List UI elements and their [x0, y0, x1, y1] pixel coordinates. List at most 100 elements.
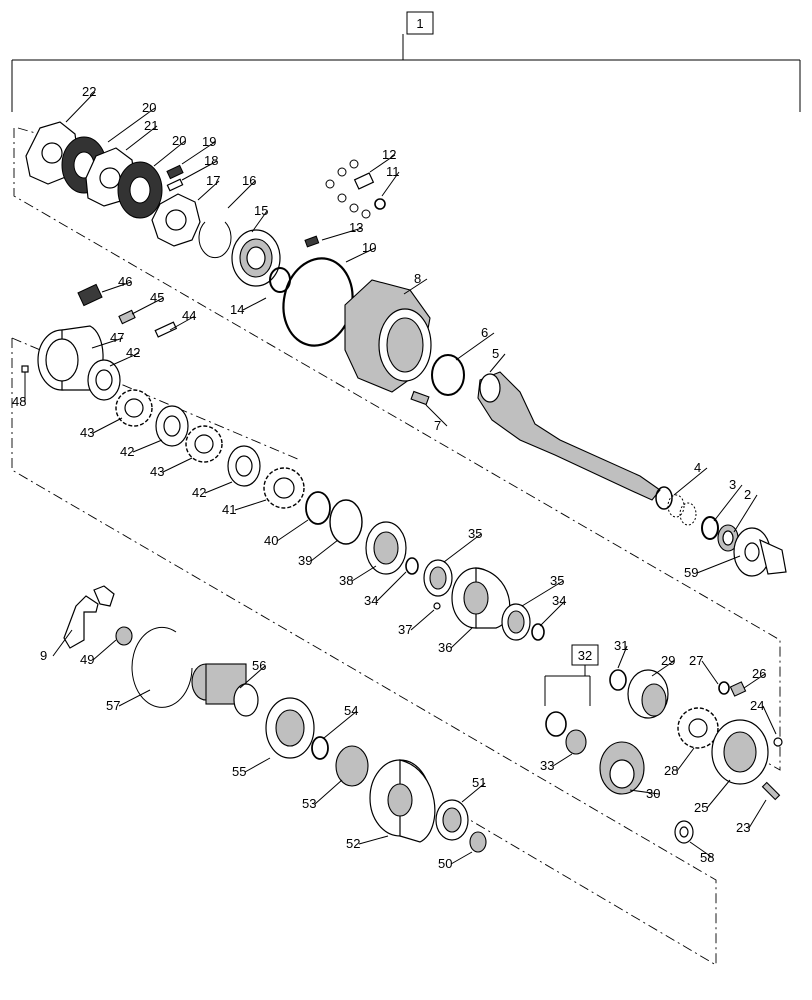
callout-30[interactable]: 30: [646, 786, 660, 801]
part-29-gear: [627, 669, 669, 719]
callout-21[interactable]: 21: [144, 118, 158, 133]
leader-line-23: [748, 799, 767, 829]
callout-44[interactable]: 44: [182, 308, 196, 323]
callout-34b[interactable]: 34: [552, 593, 566, 608]
callout-43b[interactable]: 43: [150, 464, 164, 479]
group-callout[interactable]: 32: [578, 648, 592, 663]
leader-line-30: [629, 789, 660, 795]
callout-7[interactable]: 7: [434, 418, 441, 433]
callout-48[interactable]: 48: [12, 394, 26, 409]
leader-line-26: [743, 673, 766, 689]
leader-line-42a: [109, 352, 140, 367]
part-46-spring: [77, 283, 103, 307]
leader-line-2: [733, 494, 758, 533]
callout-19[interactable]: 19: [202, 134, 216, 149]
callout-3[interactable]: 3: [729, 477, 736, 492]
callout-35b[interactable]: 35: [550, 573, 564, 588]
callout-37[interactable]: 37: [398, 622, 412, 637]
leader-line-55: [244, 757, 271, 773]
leader-line-42c: [204, 481, 233, 494]
callout-50[interactable]: 50: [438, 856, 452, 871]
callout-20a[interactable]: 20: [142, 100, 156, 115]
leader-line-37: [410, 609, 435, 631]
callout-15[interactable]: 15: [254, 203, 268, 218]
callout-31[interactable]: 31: [614, 638, 628, 653]
leader-line-12: [369, 154, 396, 173]
callout-42b[interactable]: 42: [120, 444, 134, 459]
callout-5[interactable]: 5: [492, 346, 499, 361]
callout-34a[interactable]: 34: [364, 593, 378, 608]
part-42-plate-c: [227, 445, 261, 487]
callout-49[interactable]: 49: [80, 652, 94, 667]
part-26-plug: [729, 681, 747, 697]
leader-line-5: [489, 353, 506, 373]
callout-29[interactable]: 29: [661, 653, 675, 668]
callout-36[interactable]: 36: [438, 640, 452, 655]
leader-line-41: [234, 499, 267, 511]
part-28-disc: [677, 707, 719, 749]
callout-2[interactable]: 2: [744, 487, 751, 502]
callout-46[interactable]: 46: [118, 274, 132, 289]
callout-54[interactable]: 54: [344, 703, 358, 718]
callout-17[interactable]: 17: [206, 173, 220, 188]
callout-43a[interactable]: 43: [80, 425, 94, 440]
callout-14[interactable]: 14: [230, 302, 244, 317]
callout-56[interactable]: 56: [252, 658, 266, 673]
part-12-11-seals: [325, 159, 386, 219]
callout-13[interactable]: 13: [349, 220, 363, 235]
leader-line-47: [91, 337, 124, 349]
callout-55[interactable]: 55: [232, 764, 246, 779]
callout-38[interactable]: 38: [339, 573, 353, 588]
callout-9[interactable]: 9: [40, 648, 47, 663]
callout-26[interactable]: 26: [752, 666, 766, 681]
callout-45[interactable]: 45: [150, 290, 164, 305]
callout-35a[interactable]: 35: [468, 526, 482, 541]
callout-47[interactable]: 47: [110, 330, 124, 345]
leader-line-6: [455, 332, 495, 361]
callout-labels: 2345678910111213141516171819202021222324…: [12, 84, 777, 871]
part-44-pin: [154, 321, 178, 338]
callout-23[interactable]: 23: [736, 820, 750, 835]
callout-12[interactable]: 12: [382, 147, 396, 162]
callout-24[interactable]: 24: [750, 698, 764, 713]
callout-40[interactable]: 40: [264, 533, 278, 548]
part-43-gear-disc-a: [115, 389, 153, 427]
part-9-clip: [63, 585, 115, 649]
part-49-bearing: [115, 626, 133, 646]
part-33-ring: [545, 711, 567, 737]
callout-20b[interactable]: 20: [172, 133, 186, 148]
leader-line-24: [762, 705, 777, 735]
callout-52[interactable]: 52: [346, 836, 360, 851]
callout-53[interactable]: 53: [302, 796, 316, 811]
callout-6[interactable]: 6: [481, 325, 488, 340]
callout-16[interactable]: 16: [242, 173, 256, 188]
callout-58[interactable]: 58: [700, 850, 714, 865]
callout-18[interactable]: 18: [204, 153, 218, 168]
callout-42a[interactable]: 42: [126, 345, 140, 360]
callout-42c[interactable]: 42: [192, 485, 206, 500]
callout-33[interactable]: 33: [540, 758, 554, 773]
callout-27[interactable]: 27: [689, 653, 703, 668]
leader-line-35b: [521, 580, 564, 607]
callout-11[interactable]: 11: [386, 164, 400, 179]
leader-line-33: [552, 753, 573, 767]
assembly-callout[interactable]: 1: [416, 16, 423, 31]
callout-10[interactable]: 10: [362, 240, 376, 255]
callout-25[interactable]: 25: [694, 800, 708, 815]
callout-4[interactable]: 4: [694, 460, 701, 475]
callout-41[interactable]: 41: [222, 502, 236, 517]
callout-39[interactable]: 39: [298, 553, 312, 568]
part-59-flange: [733, 527, 787, 577]
callout-59[interactable]: 59: [684, 565, 698, 580]
part-39-ring: [329, 499, 363, 545]
part-2-seal: [717, 524, 739, 552]
part-4-shims: [655, 486, 697, 526]
callout-57[interactable]: 57: [106, 698, 120, 713]
callout-51[interactable]: 51: [472, 775, 486, 790]
leader-line-34b: [539, 600, 566, 627]
callout-22[interactable]: 22: [82, 84, 96, 99]
callout-8[interactable]: 8: [414, 271, 421, 286]
leader-line-35a: [443, 533, 482, 563]
callout-28[interactable]: 28: [664, 763, 678, 778]
leader-line-42b: [132, 439, 163, 453]
